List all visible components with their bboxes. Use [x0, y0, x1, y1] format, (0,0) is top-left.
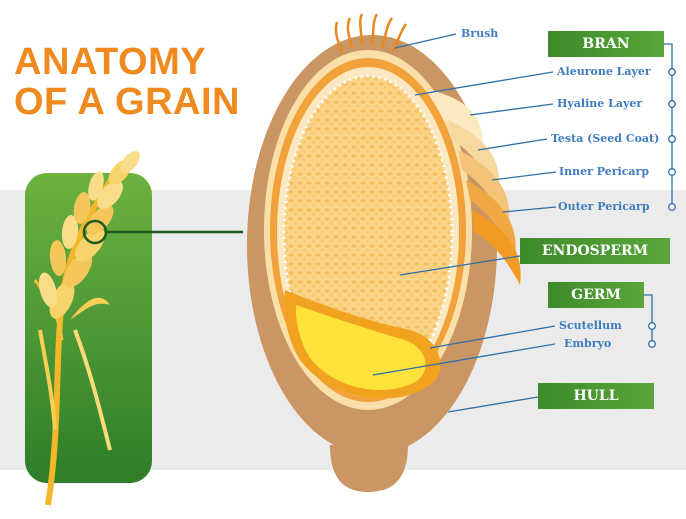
label-aleurone-layer: Aleurone Layer: [557, 65, 651, 79]
label-inner-pericarp: Inner Pericarp: [559, 165, 649, 179]
label-testa: Testa (Seed Coat): [551, 132, 659, 146]
label-scutellum: Scutellum: [559, 319, 622, 333]
label-brush: Brush: [461, 27, 498, 41]
label-embryo: Embryo: [564, 337, 611, 351]
badge-endosperm: ENDOSPERM: [520, 238, 670, 264]
bran-bracket: [664, 44, 675, 210]
badge-bran: BRAN: [548, 31, 664, 57]
germ-bracket: [644, 295, 655, 347]
wheat-panel: [25, 148, 243, 505]
grain-body: [247, 14, 521, 492]
label-hyaline-layer: Hyaline Layer: [557, 97, 642, 111]
label-outer-pericarp: Outer Pericarp: [558, 200, 650, 214]
badge-hull: HULL: [538, 383, 654, 409]
badge-germ: GERM: [548, 282, 644, 308]
